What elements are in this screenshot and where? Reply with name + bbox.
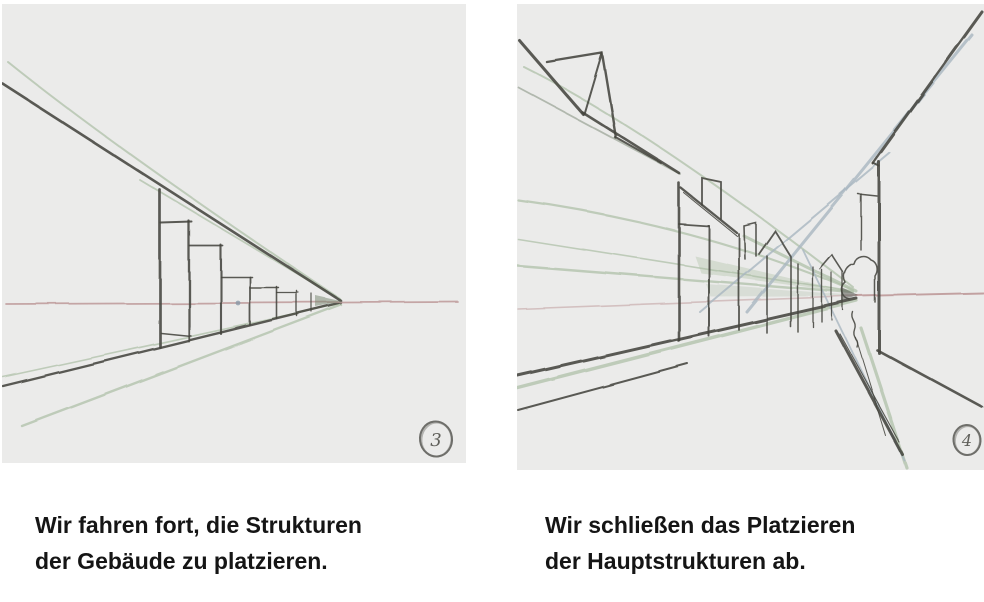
caption-step-4: Wir schließen das Platzieren der Hauptst… [545, 507, 975, 579]
sketch-panel-step-4: 4 [517, 4, 984, 470]
step-number-badge-3: 3 [418, 420, 454, 458]
caption-line: der Hauptstrukturen ab. [545, 548, 806, 574]
perspective-sketch-step-4: 4 [517, 10, 984, 470]
caption-line: Wir schließen das Platzieren [545, 512, 856, 538]
step-number-text: 3 [430, 430, 441, 451]
caption-step-3: Wir fahren fort, die Strukturen der Gebä… [35, 507, 465, 579]
step-number-badge-4: 4 [952, 424, 982, 457]
sketch-panel-step-3: 3 [2, 4, 466, 463]
pencil-dot [235, 300, 241, 306]
step-number-text: 4 [961, 431, 972, 450]
caption-line: Wir fahren fort, die Strukturen [35, 512, 362, 538]
perspective-sketch-step-3: 3 [2, 61, 459, 458]
caption-line: der Gebäude zu platzieren. [35, 548, 328, 574]
